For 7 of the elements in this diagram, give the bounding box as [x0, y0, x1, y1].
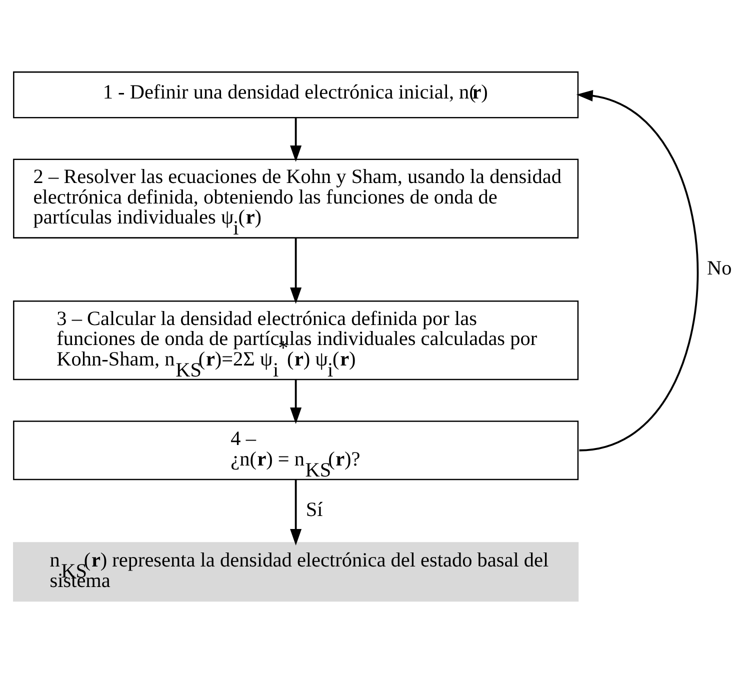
arrow — [290, 480, 302, 546]
arrow — [576, 90, 698, 452]
arrow — [290, 118, 302, 162]
edge-label: No — [707, 257, 732, 280]
arrow — [290, 380, 302, 424]
arrow — [290, 238, 302, 304]
edge-label: Sí — [306, 498, 323, 521]
